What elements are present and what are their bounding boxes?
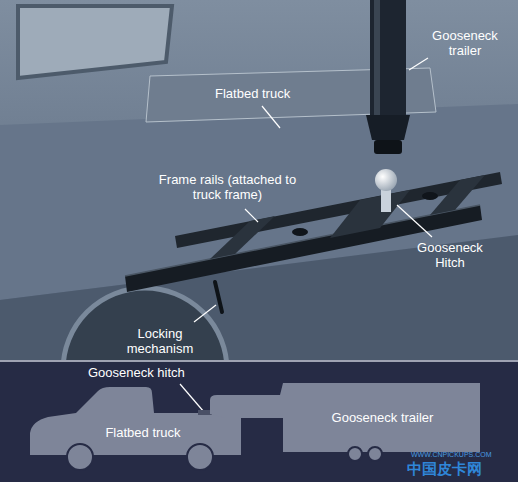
- bolt-hole: [292, 228, 308, 236]
- truck-silhouette: Flatbed truck: [28, 383, 243, 471]
- part-label: Gooseneck Hitch: [410, 240, 490, 270]
- background: [0, 0, 518, 360]
- part-label: Gooseneck trailer: [425, 28, 505, 58]
- watermark: 中国皮卡网: [407, 460, 482, 477]
- node-label: Gooseneck trailer: [332, 410, 434, 425]
- coupler-flare: [366, 115, 410, 140]
- part-label: Locking mechanism: [120, 326, 200, 356]
- cross-member: [430, 175, 485, 215]
- part-label: Frame rails (attached to truck frame): [145, 172, 310, 202]
- leader-line: [245, 209, 258, 222]
- leader-line: [194, 305, 216, 322]
- leader-line: [262, 106, 280, 128]
- bolt-hole: [422, 192, 438, 200]
- overview-panel: [0, 360, 518, 482]
- leader-line: [180, 384, 204, 412]
- wheel: [67, 444, 93, 470]
- panel-border: [0, 360, 518, 362]
- part-label: Flatbed truck: [215, 86, 290, 101]
- column-highlight: [374, 0, 380, 115]
- wheel: [348, 447, 362, 461]
- trailer-silhouette: Gooseneck trailer: [195, 378, 485, 460]
- rear-window: [18, 6, 172, 78]
- wheel: [187, 444, 213, 470]
- hitch-marker: [198, 410, 212, 415]
- hitch-ball: [375, 169, 397, 191]
- locking-lever: [215, 282, 222, 312]
- watermark: WWW.CNPICKUPS.COM: [411, 451, 492, 459]
- silhouette-body: [210, 383, 480, 452]
- wheel: [368, 447, 382, 461]
- leader-line: [409, 58, 428, 70]
- ball-post: [381, 188, 391, 212]
- trailer-column: [370, 0, 406, 115]
- cross-member: [210, 216, 275, 259]
- silhouette-body: [30, 387, 241, 455]
- coupler-cup: [374, 140, 402, 154]
- hitch-plate: [330, 190, 410, 238]
- part-label: Gooseneck hitch: [88, 365, 185, 380]
- node-label: Flatbed truck: [105, 425, 180, 440]
- leader-line: [397, 205, 432, 237]
